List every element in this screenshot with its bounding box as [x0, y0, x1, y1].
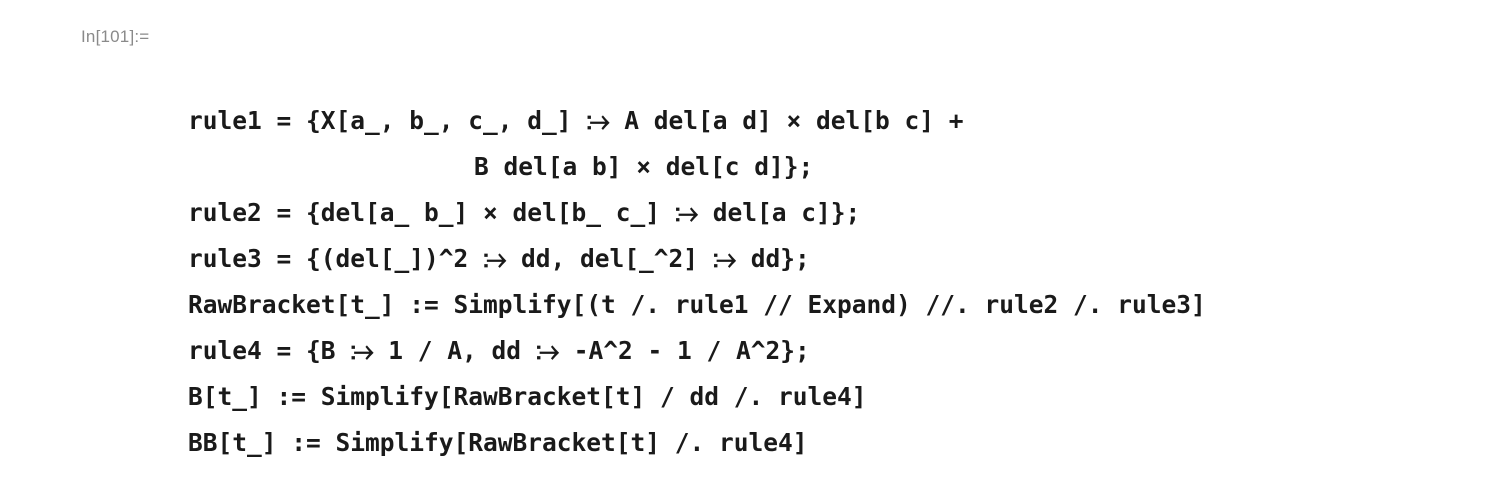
code-line[interactable]: RawBracket[t_] := Simplify[(t /. rule1 /…: [188, 290, 1206, 319]
code-line[interactable]: rule2 = {del[a_ b_] × del[b_ c_] ⧴ del[a…: [188, 198, 861, 227]
code-line[interactable]: rule3 = {(del[_])^2 ⧴ dd, del[_^2] ⧴ dd}…: [188, 244, 810, 273]
code-line[interactable]: rule1 = {X[a_, b_, c_, d_] ⧴ A del[a d] …: [188, 106, 964, 135]
input-cell[interactable]: rule1 = {X[a_, b_, c_, d_] ⧴ A del[a d] …: [188, 98, 1478, 466]
input-cell-label: In[101]:=: [81, 27, 150, 46]
code-line[interactable]: BB[t_] := Simplify[RawBracket[t] /. rule…: [188, 428, 808, 457]
code-line[interactable]: B[t_] := Simplify[RawBracket[t] / dd /. …: [188, 382, 867, 411]
code-line[interactable]: rule4 = {B ⧴ 1 / A, dd ⧴ -A^2 - 1 / A^2}…: [188, 336, 810, 365]
code-line[interactable]: B del[a b] × del[c d]};: [474, 152, 814, 181]
